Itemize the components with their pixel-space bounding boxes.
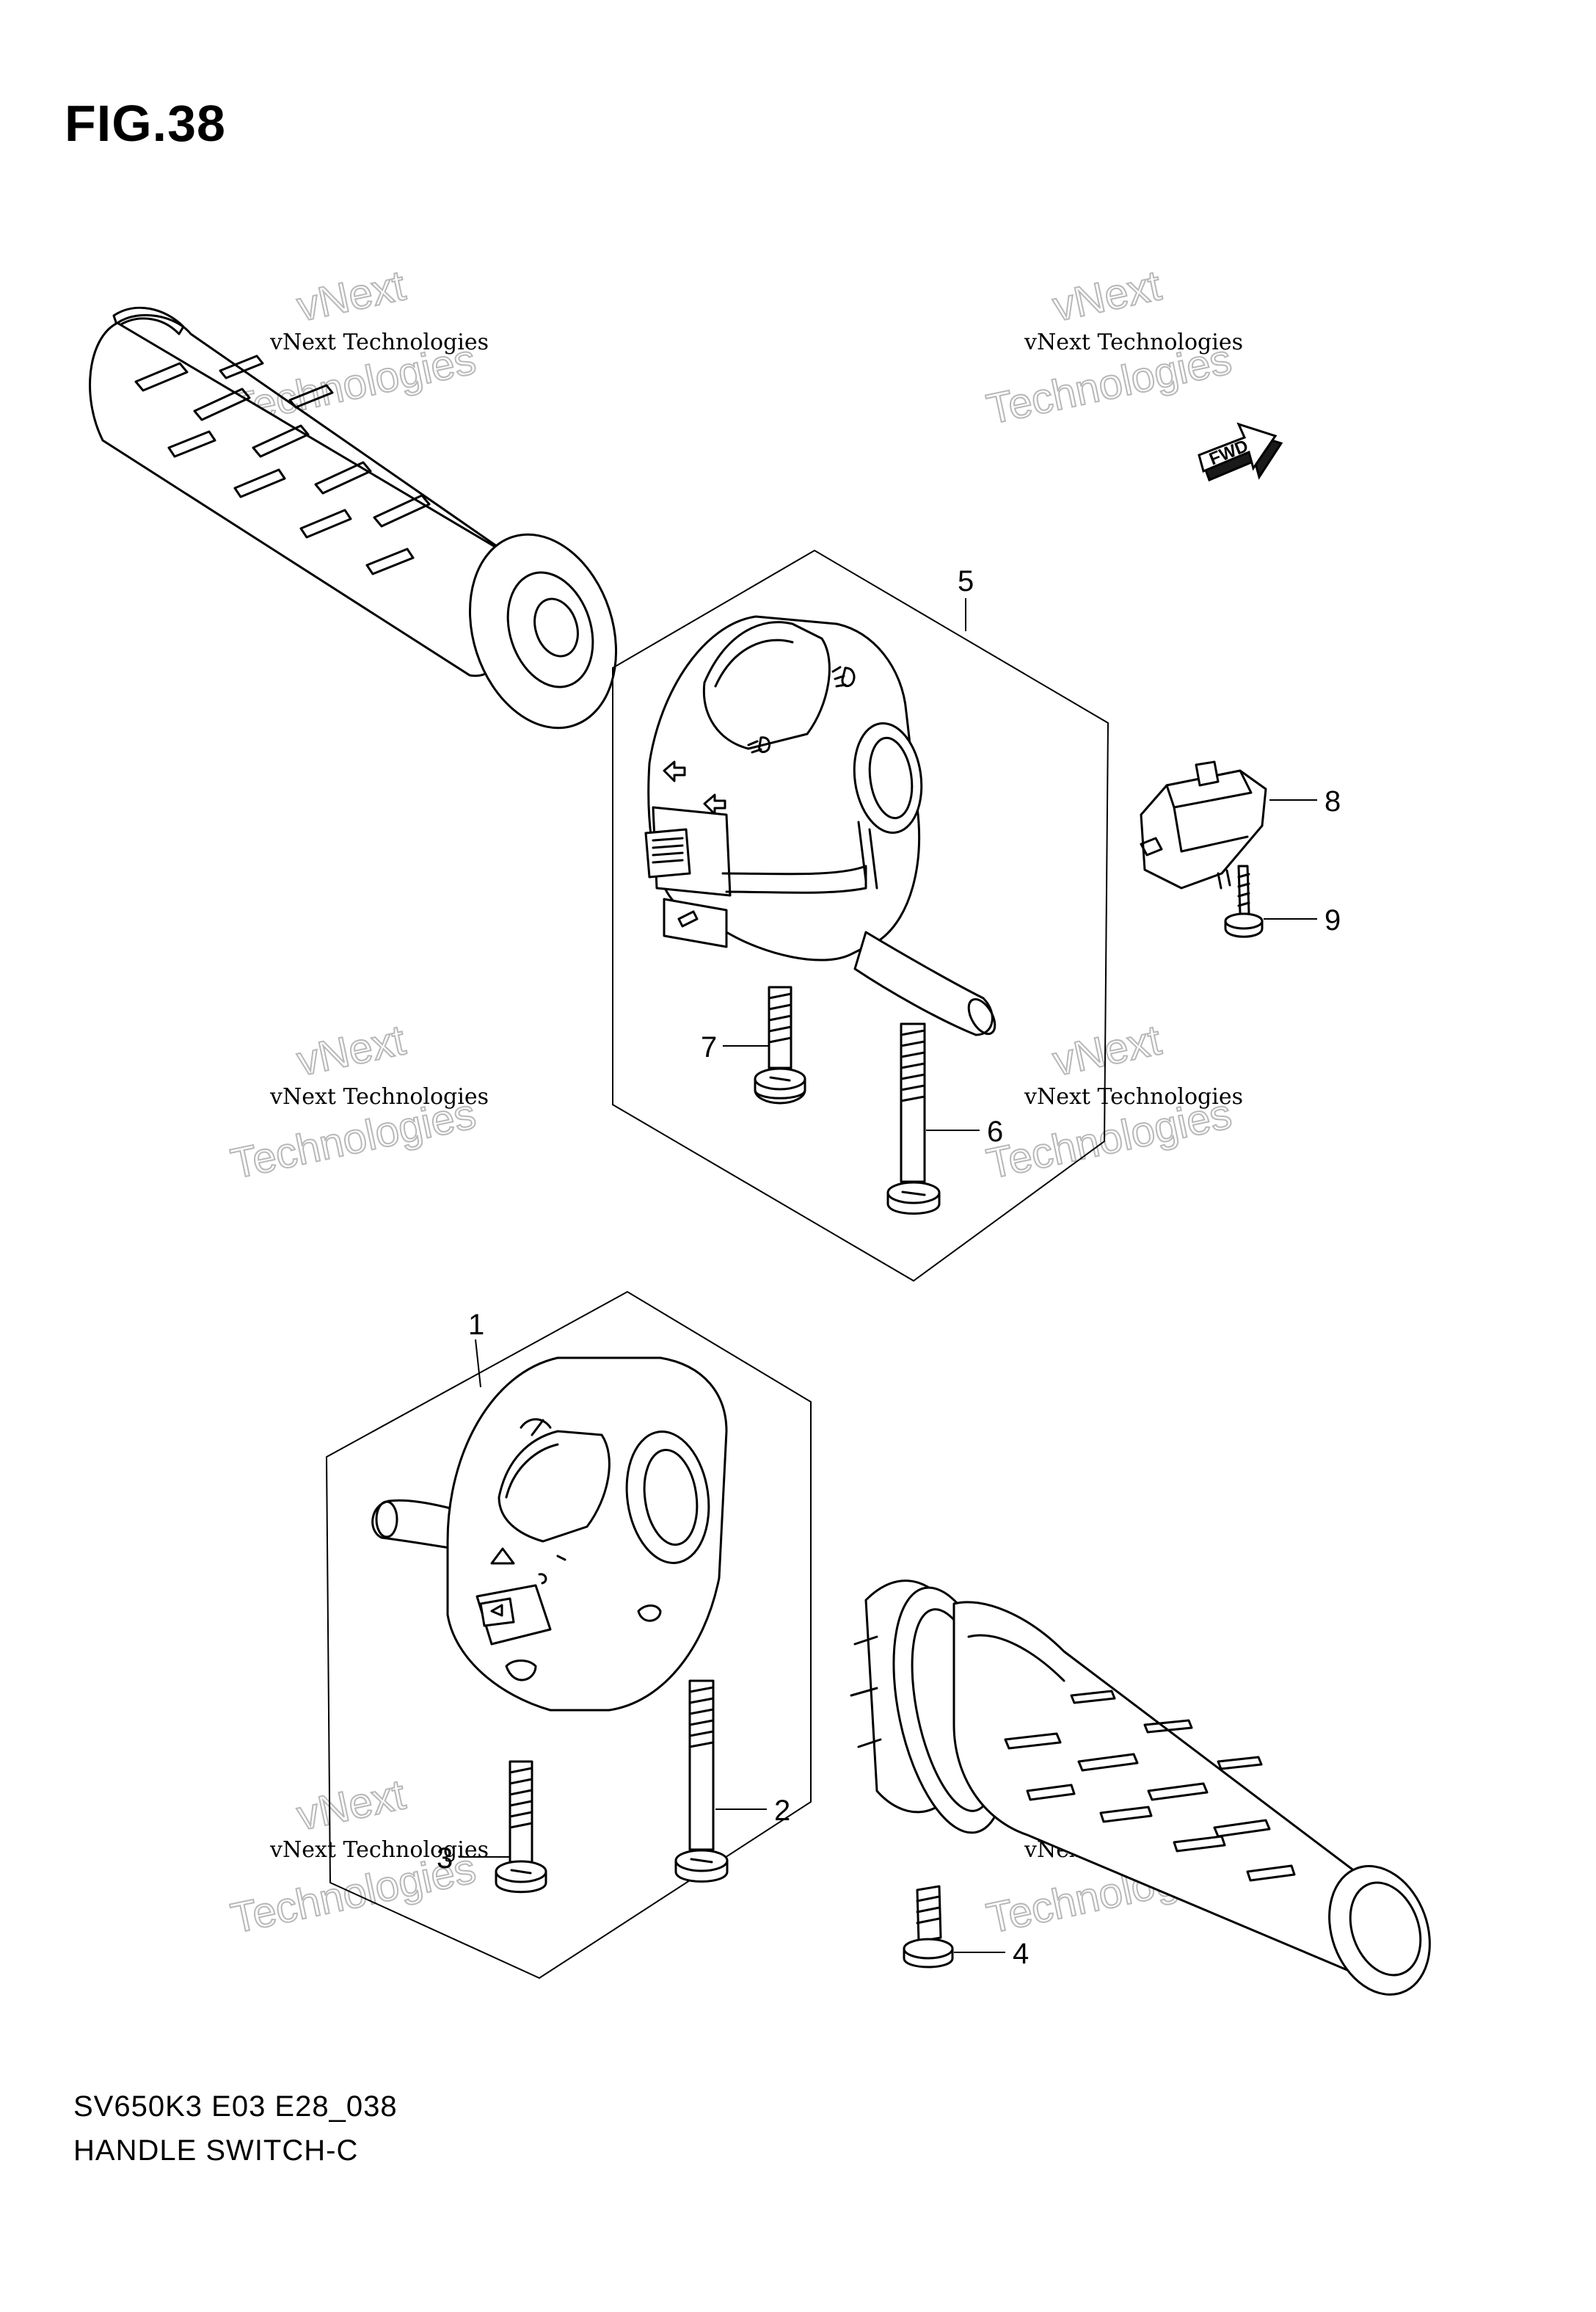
callout-5: 5 bbox=[958, 565, 974, 597]
screw-part-6 bbox=[886, 1022, 941, 1215]
right-handle-switch-housing bbox=[644, 615, 996, 1036]
watermark-mid-left: vNext Technologies vNext Technologies bbox=[226, 1015, 489, 1188]
watermark-brand-large: vNext bbox=[1049, 261, 1165, 330]
switch-part-8 bbox=[1140, 760, 1267, 890]
model-code-label: SV650K3 E03 E28_038 bbox=[73, 2090, 398, 2123]
leader-line-1 bbox=[475, 1339, 481, 1388]
callout-4: 4 bbox=[1013, 1938, 1029, 1970]
callout-2: 2 bbox=[774, 1795, 790, 1827]
callout-8: 8 bbox=[1324, 785, 1341, 818]
part-1-assembly-outline bbox=[325, 1290, 812, 1980]
left-handlebar-grip-top bbox=[89, 306, 618, 730]
watermark-text: vNext Technologies bbox=[269, 1837, 489, 1863]
watermark-text: vNext Technologies bbox=[1024, 330, 1243, 355]
watermark-text: vNext Technologies bbox=[269, 330, 489, 355]
watermark-brand-large: vNext bbox=[1049, 1016, 1165, 1085]
watermark-text: vNext Technologies bbox=[269, 1084, 489, 1110]
leader-lines bbox=[459, 598, 1317, 1953]
callout-1: 1 bbox=[468, 1309, 484, 1341]
callout-9: 9 bbox=[1324, 904, 1341, 937]
figure-title: FIG.38 bbox=[65, 95, 226, 152]
callout-7: 7 bbox=[701, 1031, 717, 1064]
callout-numbers: 5 8 9 7 6 1 2 3 4 bbox=[437, 565, 1341, 1970]
fwd-direction-arrow-icon: FWD bbox=[1198, 422, 1283, 481]
screw-part-9 bbox=[1224, 865, 1264, 938]
diagram-name-label: HANDLE SWITCH-C bbox=[73, 2134, 359, 2167]
watermark-brand-large: vNext bbox=[293, 261, 409, 330]
watermark-brand-large: vNext bbox=[293, 1770, 409, 1839]
watermark-brand-large: vNext bbox=[293, 1016, 409, 1085]
watermark-mid-right: vNext Technologies vNext Technologies bbox=[982, 1015, 1243, 1188]
watermark-top-right: vNext Technologies vNext Technologies bbox=[982, 261, 1243, 434]
callout-6: 6 bbox=[987, 1116, 1003, 1148]
part-5-assembly-outline bbox=[612, 549, 1109, 1282]
throttle-grip-bottom bbox=[850, 1579, 1431, 1996]
watermark-text: vNext Technologies bbox=[1024, 1084, 1243, 1110]
watermark-top-left: vNext Technologies vNext Technologies bbox=[226, 261, 489, 434]
left-handle-switch-housing bbox=[371, 1356, 728, 1712]
screw-part-3 bbox=[495, 1760, 547, 1894]
callout-3: 3 bbox=[437, 1842, 453, 1875]
screw-part-2 bbox=[674, 1679, 729, 1883]
screw-part-7 bbox=[754, 986, 806, 1105]
screw-part-4 bbox=[903, 1885, 954, 1969]
